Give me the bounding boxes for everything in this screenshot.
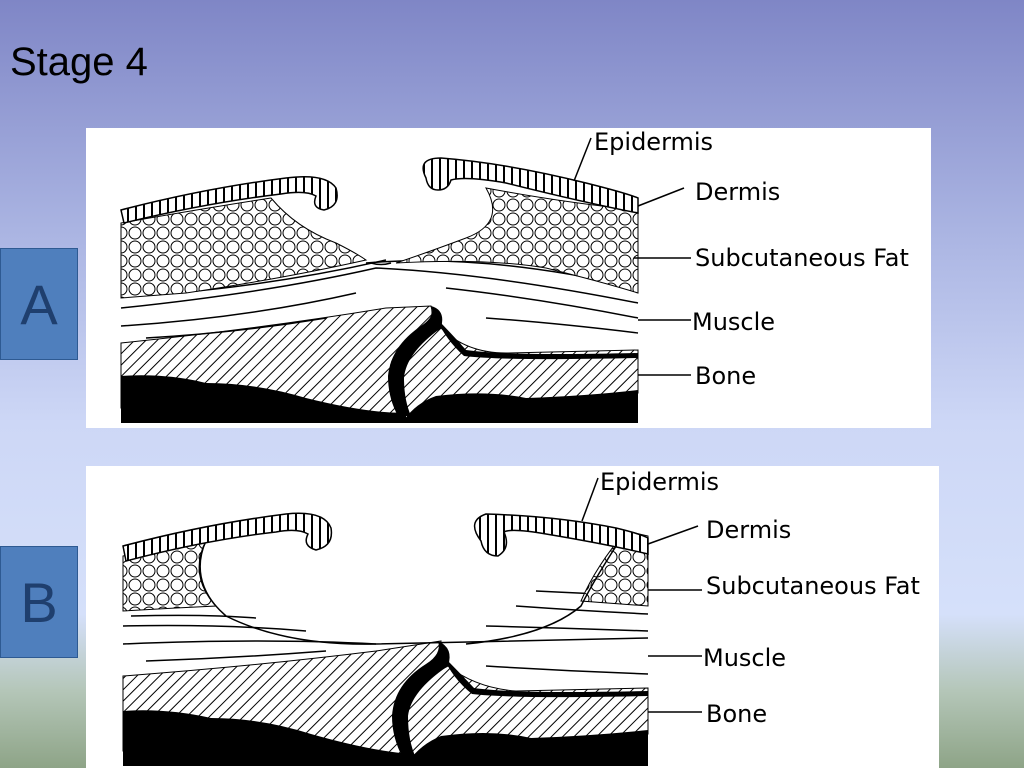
diagram-panel-b: Epidermis Dermis Subcutaneous Fat Muscle… [86,466,939,768]
panel-a-badge: A [0,248,78,360]
panel-b-letter: B [20,570,58,634]
label-subcutaneous-fat: Subcutaneous Fat [695,244,909,272]
dermis-curl-left [120,176,338,224]
panel-b-badge: B [0,546,78,658]
label-bone: Bone [695,362,756,390]
label-dermis: Dermis [695,178,780,206]
subcutaneous-fat-left [120,197,368,299]
bone-cortex [388,306,443,416]
dermis-curl-left [122,512,333,562]
pressure-ulcer-diagram-a: Epidermis Dermis Subcutaneous Fat Muscle… [120,128,909,423]
label-muscle: Muscle [703,644,786,672]
bone-cortex [392,641,450,758]
wound-edge [370,262,392,266]
label-epidermis: Epidermis [600,468,719,496]
label-bone: Bone [706,700,767,728]
label-subcutaneous-fat: Subcutaneous Fat [706,572,920,600]
undermining-edge-right [465,530,627,645]
label-muscle: Muscle [692,308,775,336]
bone-cortex-top [436,318,638,360]
bone-base-right [404,390,638,423]
leader-lines [581,477,702,713]
pressure-ulcer-diagram-b: Epidermis Dermis Subcutaneous Fat Muscle… [122,468,920,766]
muscle-layer [122,590,649,675]
label-dermis: Dermis [706,516,791,544]
label-epidermis: Epidermis [594,128,713,156]
bone-base [123,710,411,766]
diagram-panel-a: Epidermis Dermis Subcutaneous Fat Muscle… [86,128,931,428]
bone-cortex-top [443,656,648,698]
undermining-edge-left [198,540,377,645]
bone-base-right [408,730,648,766]
bone-base [121,375,406,423]
dermis-curl-right [473,513,649,557]
panel-a-letter: A [20,272,58,336]
leader-lines [573,137,691,376]
slide-title: Stage 4 [10,40,148,84]
dermis-curl-right [422,157,639,214]
